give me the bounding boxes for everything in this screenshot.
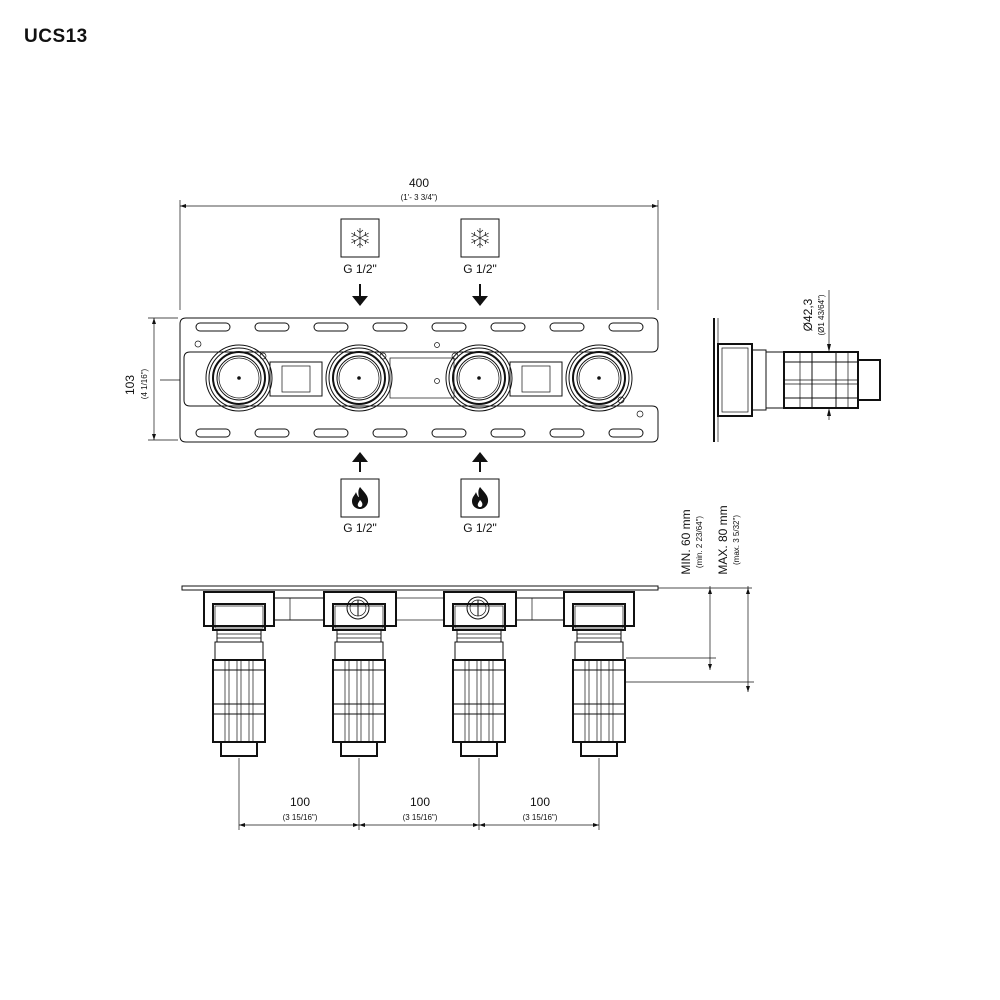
hot-inlet-label: G 1/2" [343, 521, 377, 535]
cold-inlet-label: G 1/2" [343, 262, 377, 276]
flame-icon [352, 487, 369, 509]
hot-inlet-1: G 1/2" [340, 452, 380, 535]
snowflake-icon [470, 227, 490, 249]
front-view: MIN. 60 mm (min. 2 23/64") MAX. 80 mm (m… [181, 505, 754, 830]
spacing-dimension-2: 100 [410, 795, 430, 809]
hot-inlet-label: G 1/2" [463, 521, 497, 535]
screw-icon [466, 596, 490, 620]
height-dimension-imperial: (4 1/16") [140, 368, 149, 399]
cold-inlet-label: G 1/2" [463, 262, 497, 276]
spacing-dimension-3: 100 [530, 795, 550, 809]
min-depth-imperial: (min. 2 23/64") [695, 516, 704, 569]
cold-inlet-1: G 1/2" [340, 218, 380, 306]
mounting-slots-bottom [195, 428, 644, 438]
valve-3 [445, 344, 513, 412]
snowflake-icon [350, 227, 370, 249]
valve-4 [565, 344, 633, 412]
height-dimension: 103 [123, 375, 137, 395]
flame-icon [472, 487, 489, 509]
cold-inlet-2: G 1/2" [460, 218, 500, 306]
side-view: Ø42,3 (Ø1 43/64") [713, 290, 881, 442]
page-title: UCS13 [24, 26, 88, 47]
diameter-dimension: Ø42,3 [801, 298, 815, 331]
screw-icon [346, 596, 370, 620]
mounting-slots-top [195, 322, 644, 332]
width-dimension: 400 [409, 176, 429, 190]
hot-inlet-2: G 1/2" [460, 452, 500, 535]
spacing-dimension-3-imperial: (3 15/16") [523, 813, 558, 822]
diameter-dimension-imperial: (Ø1 43/64") [817, 294, 826, 335]
width-dimension-imperial: (1'- 3 3/4") [401, 193, 438, 202]
spacing-dimension-1: 100 [290, 795, 310, 809]
top-view: 400 (1'- 3 3/4") 103 (4 1/16") [123, 176, 659, 535]
max-depth: MAX. 80 mm [716, 505, 730, 574]
max-depth-imperial: (max. 3 5/32") [732, 515, 741, 565]
valve-2 [325, 344, 393, 412]
spacing-dimension-1-imperial: (3 15/16") [283, 813, 318, 822]
min-depth: MIN. 60 mm [679, 509, 693, 574]
valve-1 [205, 344, 273, 412]
spacing-dimension-2-imperial: (3 15/16") [403, 813, 438, 822]
